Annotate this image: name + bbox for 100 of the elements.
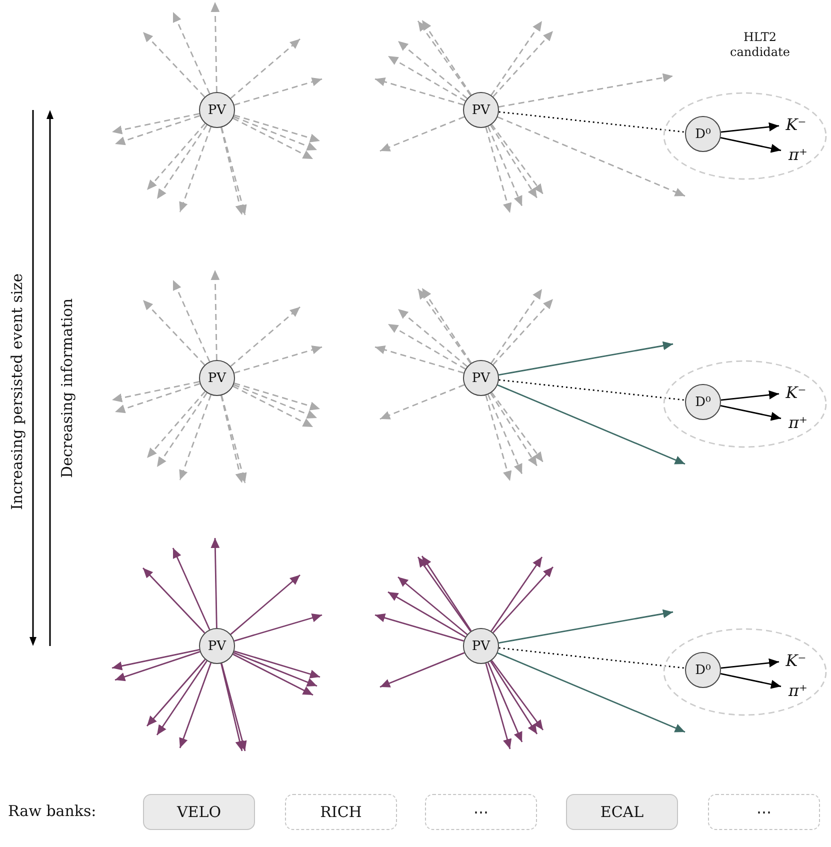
track-arrow (146, 659, 206, 726)
track-arrow (490, 20, 543, 96)
track-arrow (380, 384, 465, 420)
vertex-circle: PV (463, 360, 499, 396)
track-arrow (114, 383, 200, 414)
track-arrow (492, 566, 554, 634)
track-arrow (720, 673, 782, 689)
track-arrow (233, 652, 318, 687)
track-arrow (234, 78, 322, 106)
track-arrow (492, 298, 554, 366)
track-arrow (374, 77, 464, 106)
track-arrow (491, 124, 544, 194)
track-arrow (487, 394, 523, 474)
track-arrow (114, 651, 200, 682)
track-arrow (485, 127, 512, 214)
track-arrow (146, 123, 206, 190)
candidate-ellipse (663, 628, 827, 716)
track-arrow (156, 392, 208, 468)
particle-label: π⁺ (783, 411, 813, 433)
track-arrow (490, 288, 543, 364)
track-arrow (230, 574, 300, 635)
candidate-ellipse (663, 360, 827, 448)
track-arrow (179, 126, 212, 212)
track-arrow (146, 391, 206, 458)
vertex-circle: PV (199, 92, 235, 128)
track-arrow (485, 663, 512, 750)
vertex-circle: PV (199, 360, 235, 396)
track-arrow (388, 323, 466, 370)
axis-caption: Decreasing information (58, 298, 76, 478)
particle-label: π⁺ (783, 143, 813, 165)
track-arrow (487, 126, 523, 206)
vertex-circle: D⁰ (685, 652, 721, 688)
track-arrow (388, 591, 466, 638)
track-arrow (398, 576, 468, 636)
track-arrow (232, 118, 314, 160)
track-arrow (112, 649, 200, 670)
track-arrow (232, 386, 314, 428)
track-arrow (172, 280, 210, 362)
track-arrow (492, 30, 554, 98)
track-arrow (114, 115, 200, 146)
track-arrow (720, 658, 780, 669)
track-arrow (497, 652, 686, 733)
particle-label: π⁺ (783, 679, 813, 701)
track-arrow (234, 114, 320, 142)
track-arrow (233, 384, 318, 419)
track-arrow (720, 122, 780, 133)
track-arrow (374, 345, 464, 374)
track-arrow (720, 390, 780, 401)
connector-line (498, 111, 686, 133)
raw-bank-box: ⋯ (708, 794, 820, 830)
row-label: Raw banks: (8, 802, 96, 820)
particle-label: K⁻ (781, 649, 811, 671)
track-arrow (485, 395, 512, 482)
track-arrow (388, 55, 466, 102)
track-arrow (234, 346, 322, 374)
track-arrow (172, 12, 210, 94)
track-arrow (720, 137, 782, 153)
track-arrow (374, 613, 464, 642)
track-arrow (490, 124, 538, 198)
heading-text: HLT2 candidate (729, 30, 791, 60)
raw-bank-box: ⋯ (425, 794, 537, 830)
track-arrow (498, 73, 674, 108)
axis-caption: Increasing persisted event size (8, 273, 26, 510)
track-arrow (490, 660, 538, 734)
vertex-circle: D⁰ (685, 116, 721, 152)
track-arrow (230, 306, 300, 367)
track-arrow (230, 38, 300, 99)
track-arrow (497, 116, 686, 197)
raw-bank-box: VELO (143, 794, 255, 830)
track-arrow (112, 113, 200, 134)
track-arrow (172, 548, 210, 630)
track-arrow (210, 270, 220, 360)
track-arrow (234, 382, 320, 410)
track-arrow (398, 308, 468, 368)
track-arrow (234, 650, 320, 678)
track-arrow (112, 381, 200, 402)
track-arrow (498, 341, 674, 376)
track-arrow (233, 116, 318, 151)
vertex-circle: PV (463, 92, 499, 128)
track-arrow (487, 662, 523, 742)
track-arrow (232, 654, 314, 696)
track-arrow (398, 40, 468, 100)
track-arrow (490, 556, 543, 632)
raw-bank-box: ECAL (566, 794, 678, 830)
vertex-circle: D⁰ (685, 384, 721, 420)
vertex-circle: PV (463, 628, 499, 664)
particle-label: K⁻ (781, 381, 811, 403)
track-arrow (491, 392, 544, 462)
particle-label: K⁻ (781, 113, 811, 135)
track-arrow (142, 568, 206, 634)
track-arrow (156, 124, 208, 200)
raw-bank-box: RICH (285, 794, 397, 830)
track-arrow (234, 614, 322, 642)
track-arrow (210, 2, 220, 92)
track-arrow (380, 116, 465, 152)
track-arrow (498, 609, 674, 644)
vertex-circle: PV (199, 628, 235, 664)
track-arrow (720, 405, 782, 421)
connector-line (498, 647, 686, 669)
track-arrow (210, 538, 220, 628)
